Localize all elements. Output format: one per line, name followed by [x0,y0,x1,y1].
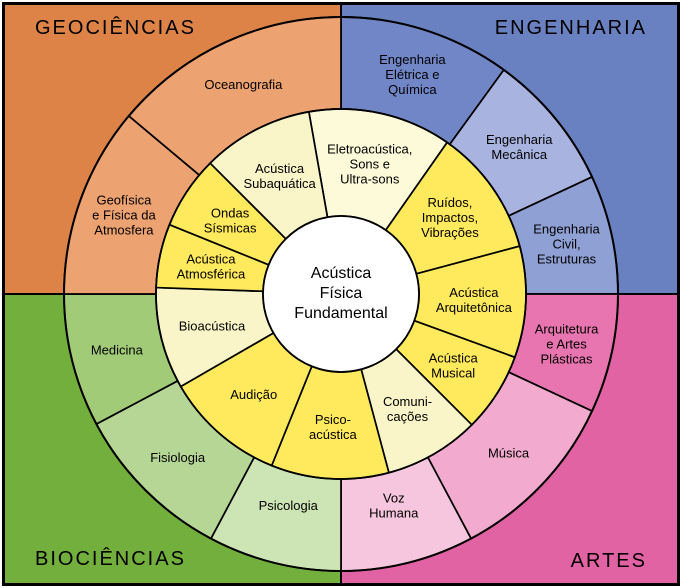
outer-sector-label-musica: Música [488,446,530,461]
outer-sector-label-fisiologia: Fisiologia [150,450,206,465]
quadrant-label-artes: ARTES [570,550,647,572]
middle-ring-circle [155,108,527,480]
inner-sector-label-psico-acustica: Psico-acústica [309,412,357,442]
inner-sector-label-bioacustica: Bioacústica [179,319,246,334]
outer-sector-label-medicina: Medicina [91,342,144,357]
center-circle-label: Acústica Física Fundamental [294,265,388,322]
center-circle [262,215,420,373]
outer-sector-label-oceanografia: Oceanografia [204,77,283,92]
inner-sector-label-ruidos: Ruídos,Impactos,Vibrações [421,195,479,240]
quadrant-label-biociencias: BIOCIÊNCIAS [35,548,186,570]
quadrant-label-engenharia: ENGENHARIA [494,17,647,39]
inner-sector-label-audicao: Audição [230,387,277,402]
quadrant-label-geociencias: GEOCIÊNCIAS [35,17,196,39]
outer-ring-circle [63,16,619,572]
inner-sector-label-comunicacoes: Comuni-cações [383,394,432,424]
outer-sector-label-psicologia: Psicologia [259,498,319,513]
